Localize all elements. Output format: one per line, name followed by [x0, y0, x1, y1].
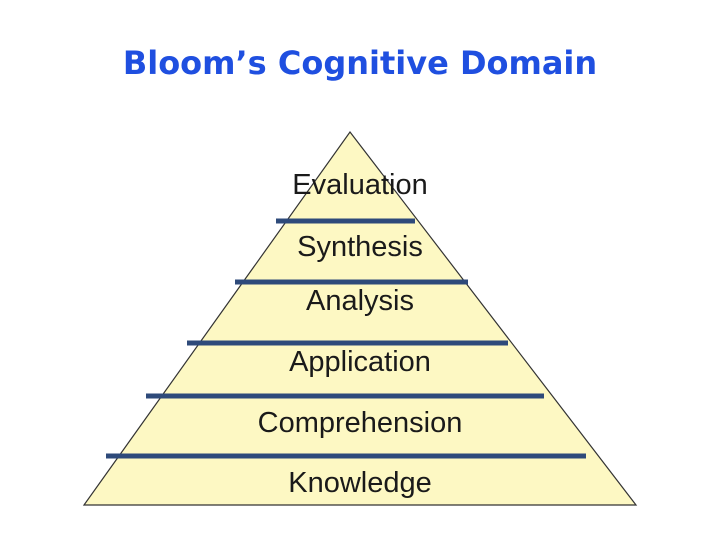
level-label-analysis: Analysis: [306, 285, 414, 317]
level-label-evaluation: Evaluation: [292, 169, 427, 201]
level-label-knowledge: Knowledge: [288, 467, 432, 499]
level-label-synthesis: Synthesis: [297, 231, 423, 263]
pyramid-shape: [82, 130, 638, 506]
level-label-application: Application: [289, 346, 431, 378]
slide-title: Bloom’s Cognitive Domain: [122, 44, 598, 82]
level-label-comprehension: Comprehension: [258, 407, 463, 439]
